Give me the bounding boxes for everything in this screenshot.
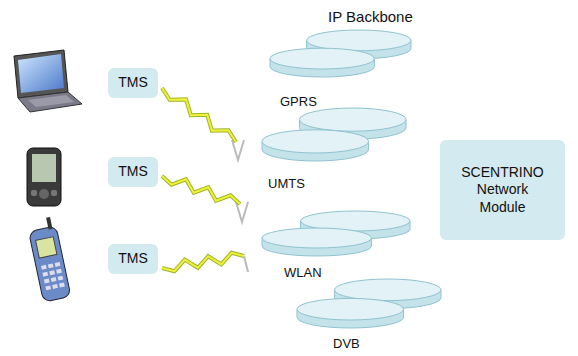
network-label: DVB	[333, 336, 360, 352]
network-cloud: GPRS	[268, 28, 413, 110]
laptop-icon	[14, 50, 82, 112]
terminal-box: TMS	[108, 68, 158, 98]
box-label: TMS	[118, 250, 148, 268]
phone-icon	[27, 216, 71, 302]
terminal-box: TMS	[108, 157, 158, 187]
wireless-bolt	[162, 176, 240, 204]
network-disc	[260, 209, 412, 259]
wireless-bolt	[162, 176, 240, 204]
network-disc	[295, 277, 443, 331]
wireless-bolt	[162, 88, 236, 142]
wireless-bolt	[162, 88, 236, 142]
box-label: SCENTRINO Network Module	[457, 164, 549, 217]
terminal-box: TMS	[108, 244, 158, 274]
diagram-title: IP Backbone	[328, 8, 413, 25]
wireless-bolt	[162, 253, 244, 271]
network-label: WLAN	[284, 265, 322, 281]
network-cloud: WLAN	[260, 209, 412, 281]
network-cloud: UMTS	[260, 106, 408, 192]
network-label: GPRS	[280, 94, 317, 110]
pda-icon	[27, 148, 61, 206]
network-disc	[260, 106, 408, 164]
box-label: TMS	[118, 74, 148, 92]
network-cloud: DVB	[295, 277, 443, 352]
network-label: UMTS	[268, 176, 305, 192]
box-label: TMS	[118, 163, 148, 181]
module-box: SCENTRINO Network Module	[440, 140, 565, 240]
wireless-bolt	[162, 253, 244, 271]
network-disc	[268, 28, 413, 80]
